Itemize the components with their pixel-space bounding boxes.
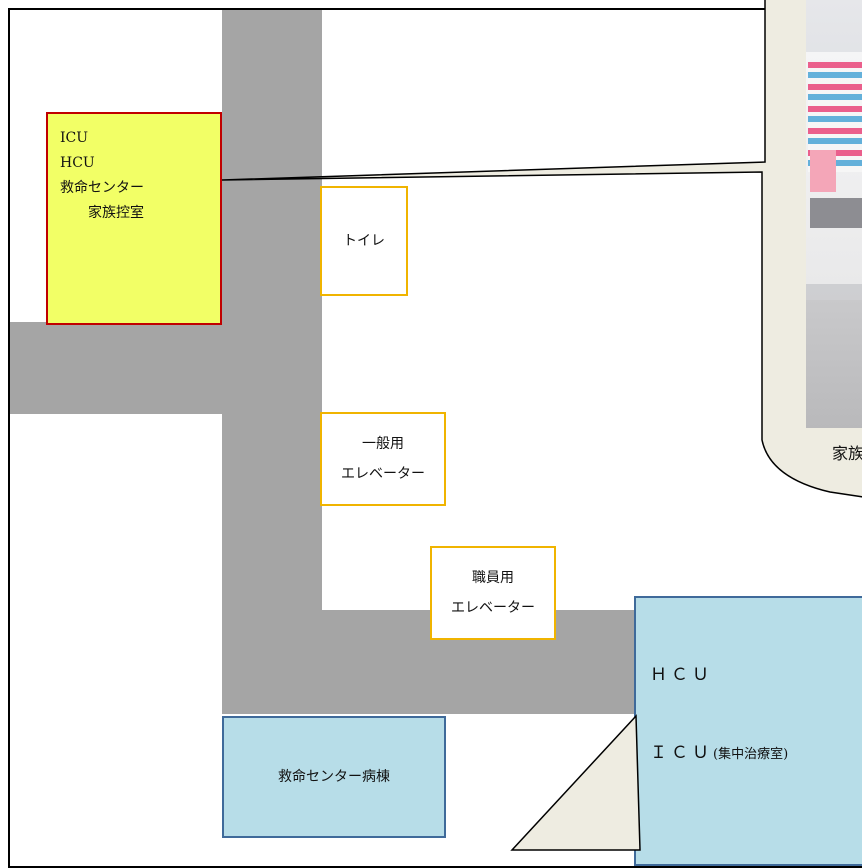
family-room-photo bbox=[806, 0, 862, 428]
general-elevator-label-2: エレベーター bbox=[341, 466, 425, 482]
family-waiting-room[interactable]: ICU HCU 救命センター 家族控室 bbox=[46, 112, 222, 325]
staff-elevator-label-2: エレベーター bbox=[451, 600, 535, 616]
general-elevator[interactable]: 一般用 エレベーター bbox=[320, 412, 446, 506]
emergency-center-ward[interactable]: 救命センター病棟 bbox=[222, 716, 446, 838]
staff-elevator-label-1: 職員用 bbox=[472, 570, 514, 586]
icu-label-main: ＩＣＵ bbox=[650, 743, 713, 763]
icu-label-note: (集中治療室) bbox=[713, 747, 789, 762]
toilet-room[interactable]: トイレ bbox=[320, 186, 408, 296]
family-room-label-hcu: HCU bbox=[60, 155, 95, 171]
general-elevator-label-1: 一般用 bbox=[362, 436, 404, 452]
emergency-ward-label: 救命センター病棟 bbox=[278, 769, 390, 785]
family-room-label-waiting: 家族控室 bbox=[88, 205, 144, 221]
family-room-callout bbox=[221, 0, 862, 851]
staff-elevator[interactable]: 職員用 エレベーター bbox=[430, 546, 556, 640]
icu-label: ＩＣＵ(集中治療室) bbox=[650, 738, 788, 763]
hcu-icu-unit[interactable]: ＨＣＵ ＩＣＵ(集中治療室) bbox=[634, 596, 862, 866]
hcu-label: ＨＣＵ bbox=[650, 665, 713, 685]
photo-caption: 家族 bbox=[832, 444, 862, 463]
corridor-south bbox=[222, 610, 636, 714]
corridor-west bbox=[10, 322, 224, 414]
corridor-vertical bbox=[222, 10, 322, 714]
family-room-label-icu: ICU bbox=[60, 130, 89, 146]
family-room-label-center: 救命センター bbox=[60, 180, 144, 196]
toilet-label: トイレ bbox=[343, 233, 385, 249]
